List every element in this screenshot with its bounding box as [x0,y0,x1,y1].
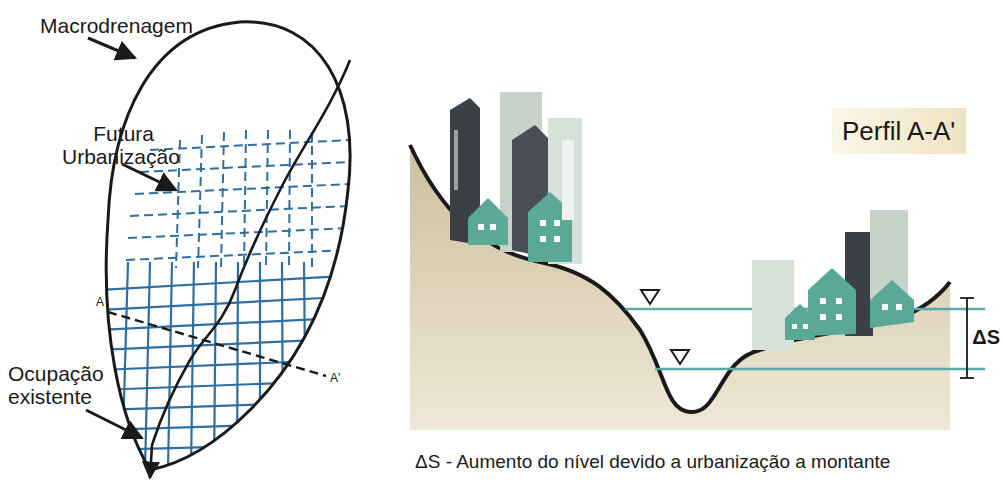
water-symbol [671,350,689,364]
watershed-outline [106,22,350,470]
section-line [108,312,326,376]
profile-title: Perfil A-A' [842,116,956,147]
title-box: Perfil A-A' [832,108,966,154]
section-mark: A [96,296,104,309]
callout-label: Futura Urbanização [62,122,154,168]
delta-label: ΔS [972,326,1000,348]
buildings-left [450,92,582,264]
water-level-low [655,368,985,371]
water-symbol [641,290,659,304]
pointer-arrow [86,410,142,438]
terrain-line [410,145,950,412]
callout-label: Ocupação existente [8,362,108,408]
callout-label: Macrodrenagem [40,14,193,37]
buildings-right [752,210,914,350]
main-channel [150,60,350,478]
delta-bracket [960,298,974,378]
ground-section [410,145,950,430]
section-mark: A' [330,372,340,385]
pointer-arrow [88,38,135,58]
caption-note: ΔS - Aumento do nível devido a urbanizaç… [415,452,890,473]
